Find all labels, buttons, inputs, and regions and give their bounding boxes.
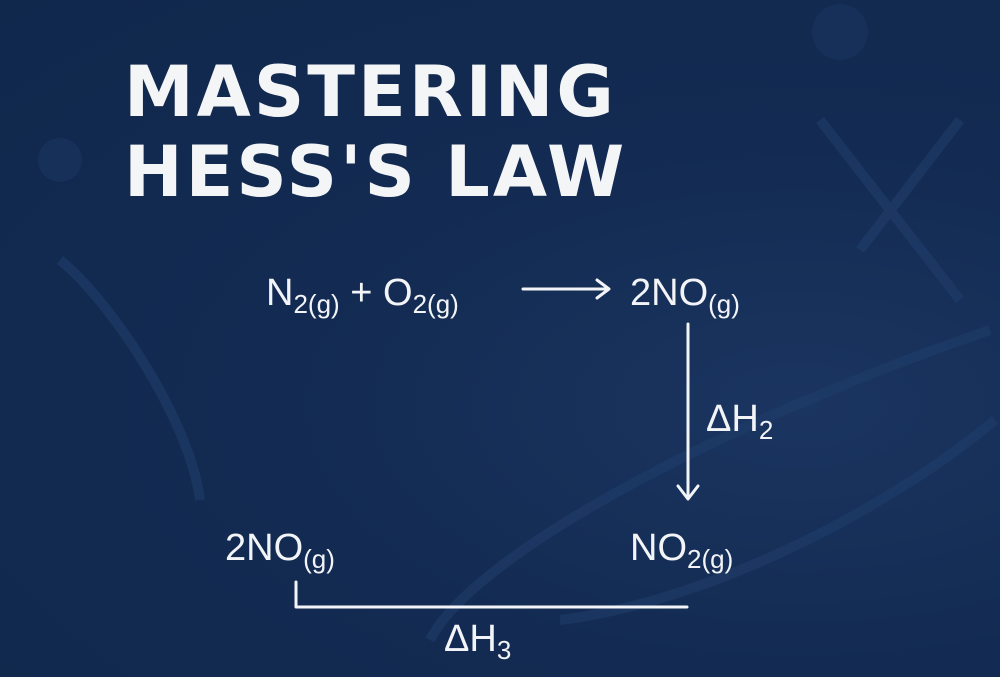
reaction-arrow-right (521, 278, 611, 300)
product-right-subscript: 2(g) (687, 544, 734, 574)
delta-h2-arrow-down (676, 322, 700, 501)
reactant-o2: O (383, 272, 413, 314)
reactant-o2-subscript: 2(g) (412, 289, 459, 319)
delta-h2-subscript: 2 (758, 415, 774, 445)
page-title: MASTERING HESS'S LAW (124, 52, 627, 212)
reactant-n2-subscript: 2(g) (293, 289, 340, 319)
delta-h2-symbol: ΔH (706, 398, 759, 440)
product-right-formula: NO (630, 527, 687, 569)
delta-h2-label: ΔH2 (706, 400, 773, 443)
product-left-formula: 2NO (225, 527, 304, 569)
plus-sign: + (350, 272, 373, 314)
product-left-2no: 2NO(g) (225, 529, 335, 572)
delta-h3-bracket (294, 580, 689, 609)
title-line-2: HESS'S LAW (124, 131, 628, 213)
delta-h3-subscript: 3 (496, 635, 512, 665)
delta-h3-label: ΔH3 (444, 620, 511, 663)
product-top-formula: 2NO (630, 272, 709, 314)
product-top-subscript: (g) (708, 289, 740, 319)
product-left-subscript: (g) (303, 544, 335, 574)
reactants: N2(g) + O2(g) (266, 274, 459, 317)
reactant-n2: N (266, 272, 294, 314)
product-top-2no: 2NO(g) (630, 274, 740, 317)
product-right-no2: NO2(g) (630, 529, 733, 572)
title-line-1: MASTERING (124, 51, 617, 133)
delta-h3-symbol: ΔH (444, 618, 497, 660)
